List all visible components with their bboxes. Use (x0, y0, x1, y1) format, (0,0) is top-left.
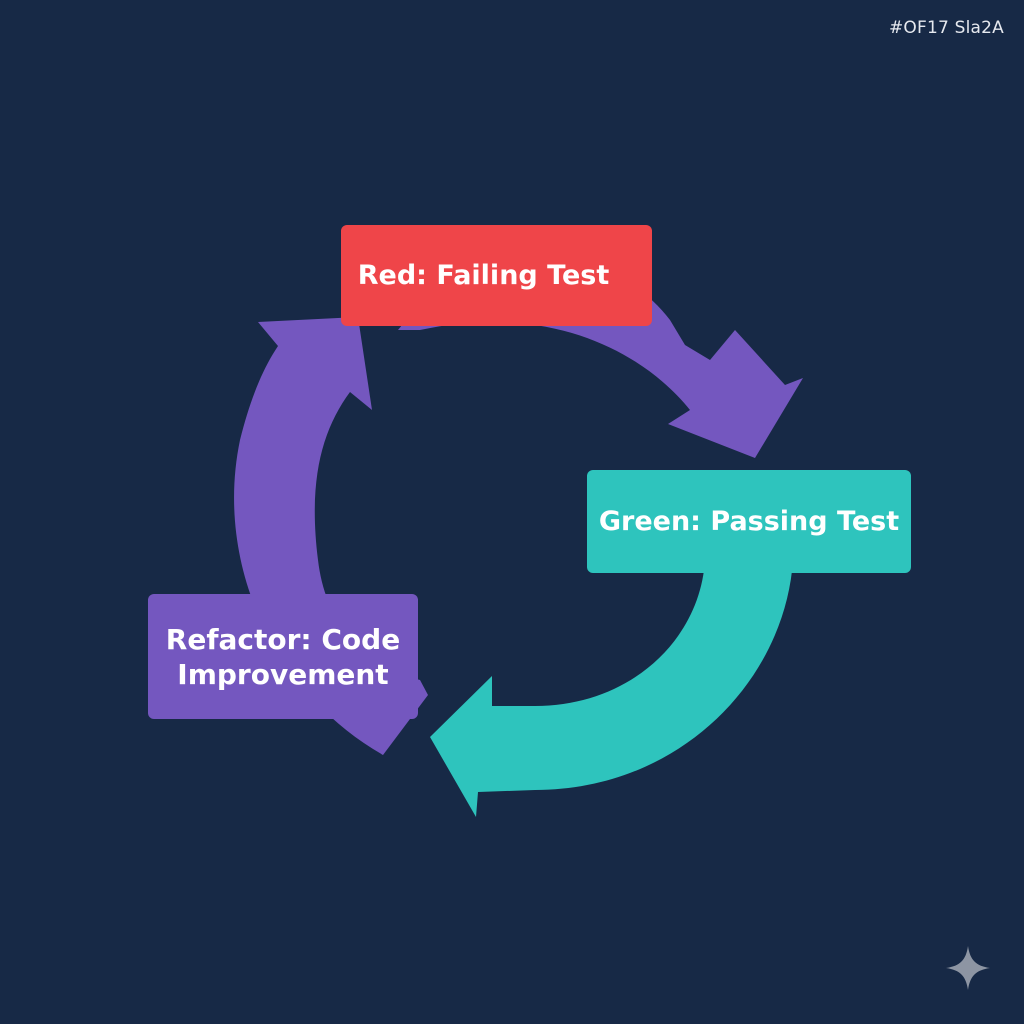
stage-green-label: Green: Passing Test (598, 505, 900, 537)
stage-red-label: Red: Failing Test (357, 259, 610, 291)
sparkle-shape (946, 946, 990, 990)
stage-refactor-code-improvement: Refactor: Code Improvement (148, 594, 418, 719)
sparkle-icon (946, 946, 990, 990)
arrow-green-to-refactor (430, 560, 793, 817)
stage-refactor-label: Refactor: Code Improvement (165, 622, 401, 691)
stage-red-failing-test: Red: Failing Test (341, 225, 652, 326)
corner-label: #OF17 Sla2A (888, 18, 1004, 38)
stage-green-passing-test: Green: Passing Test (587, 470, 911, 573)
